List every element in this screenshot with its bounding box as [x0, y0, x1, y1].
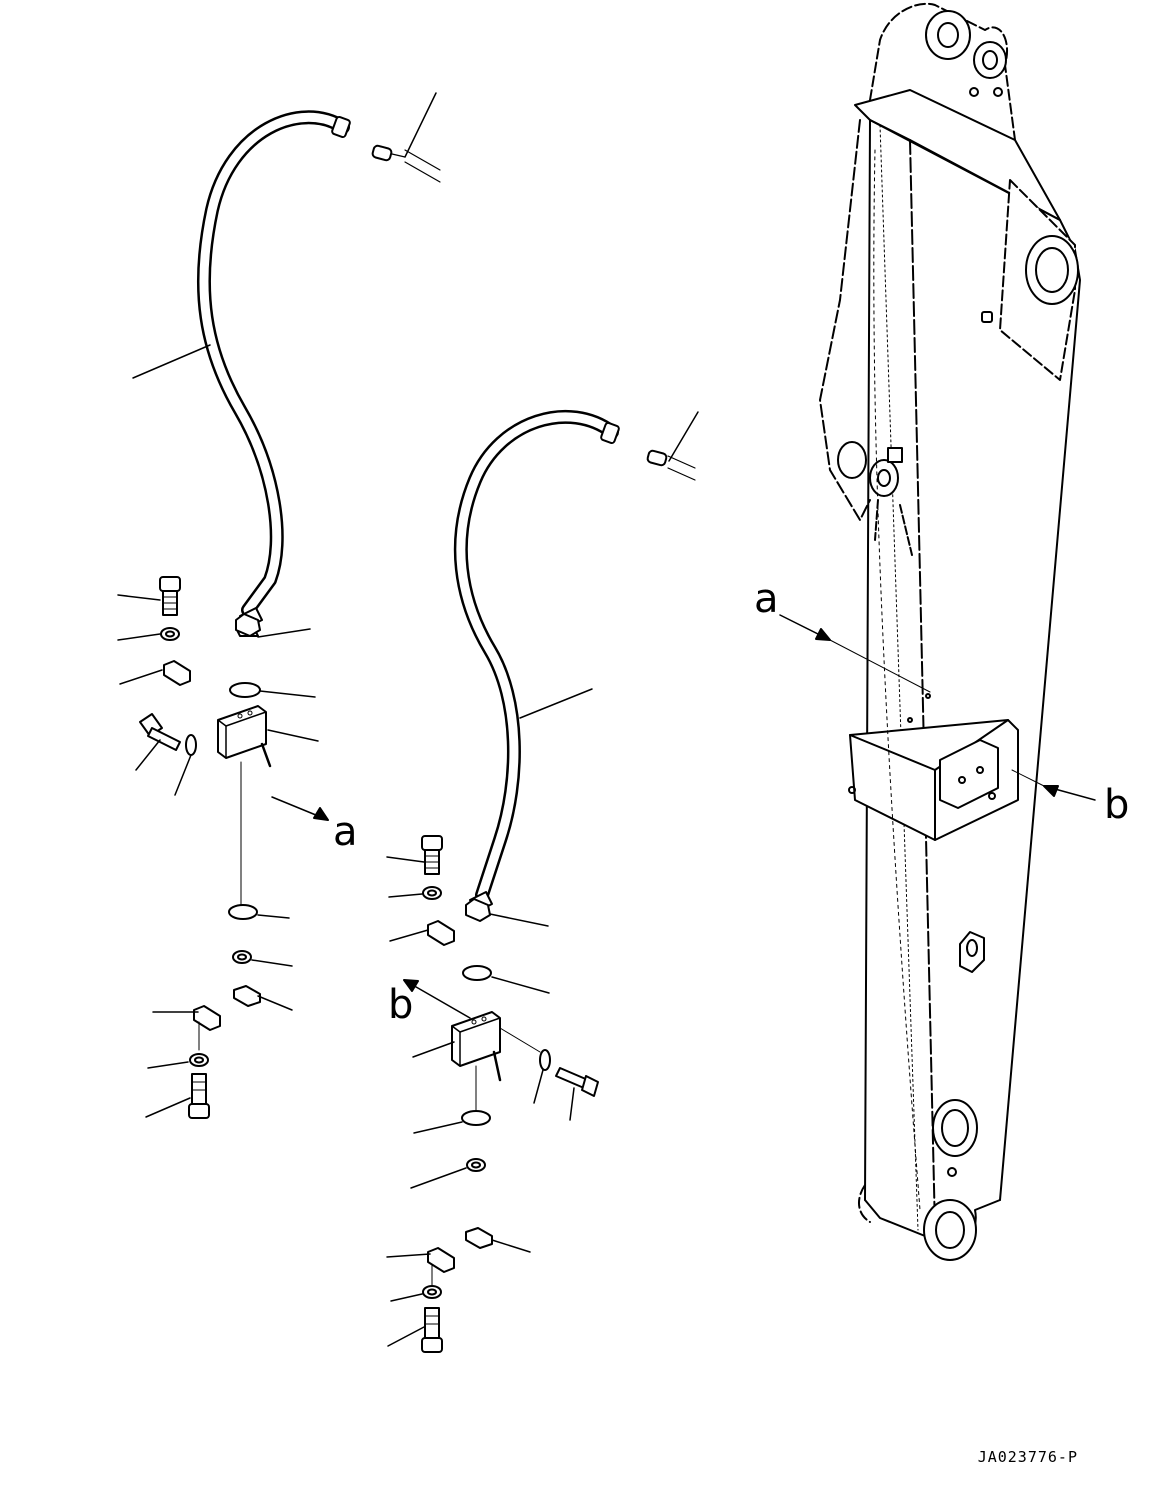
- arrow-a-left: [271, 796, 329, 821]
- washer-middle-2: [533, 1049, 551, 1104]
- clamp-left-1: [119, 660, 191, 686]
- hose-middle: [453, 410, 620, 913]
- oring-middle-2: [413, 1110, 491, 1134]
- flange-left: [235, 613, 311, 638]
- oring-middle-1: [462, 965, 550, 994]
- oring-left-1: [229, 682, 316, 698]
- callout-b-left: b: [388, 982, 413, 1028]
- callout-b-right: b: [1104, 782, 1129, 828]
- bolt-left-1: [117, 576, 181, 616]
- hose-middle-leader: [519, 688, 593, 719]
- arrow-b-right: [1011, 769, 1096, 801]
- washer-left-4: [147, 1053, 209, 1069]
- clamp-middle-1: [389, 920, 455, 946]
- bolt-middle-3: [387, 1307, 443, 1353]
- bolt-left-2: [135, 713, 181, 771]
- bolt-left-3: [145, 1073, 210, 1119]
- callout-a-right: a: [754, 576, 779, 622]
- washer-left-3: [232, 950, 293, 967]
- arrow-b-left: [403, 979, 471, 1019]
- flange-left-2: [233, 985, 293, 1011]
- washer-left-2: [174, 734, 197, 796]
- clamp-middle-2: [386, 1247, 455, 1286]
- callout-a-left: a: [333, 809, 358, 855]
- fitting-middle-top: [646, 411, 699, 481]
- hose-left-leader: [132, 344, 211, 379]
- arm-assembly: [819, 2, 1081, 1261]
- washer-middle-3: [410, 1158, 486, 1189]
- arrow-a-right: [779, 614, 931, 693]
- flange-middle-2: [465, 1227, 531, 1253]
- washer-middle-4: [390, 1285, 442, 1302]
- flange-middle: [465, 898, 549, 927]
- fitting-left-top: [371, 92, 441, 183]
- oring-left-2: [228, 904, 290, 920]
- valve-block-left: [217, 705, 319, 909]
- bolt-middle-1: [386, 835, 443, 875]
- drawing-number: JA023776-P: [978, 1448, 1078, 1466]
- washer-left-1: [117, 627, 180, 641]
- hose-left: [196, 110, 351, 637]
- valve-block-middle: [412, 1011, 541, 1111]
- washer-middle-1: [388, 886, 442, 900]
- clamp-left-2: [152, 1005, 221, 1051]
- bolt-middle-2: [555, 1067, 599, 1121]
